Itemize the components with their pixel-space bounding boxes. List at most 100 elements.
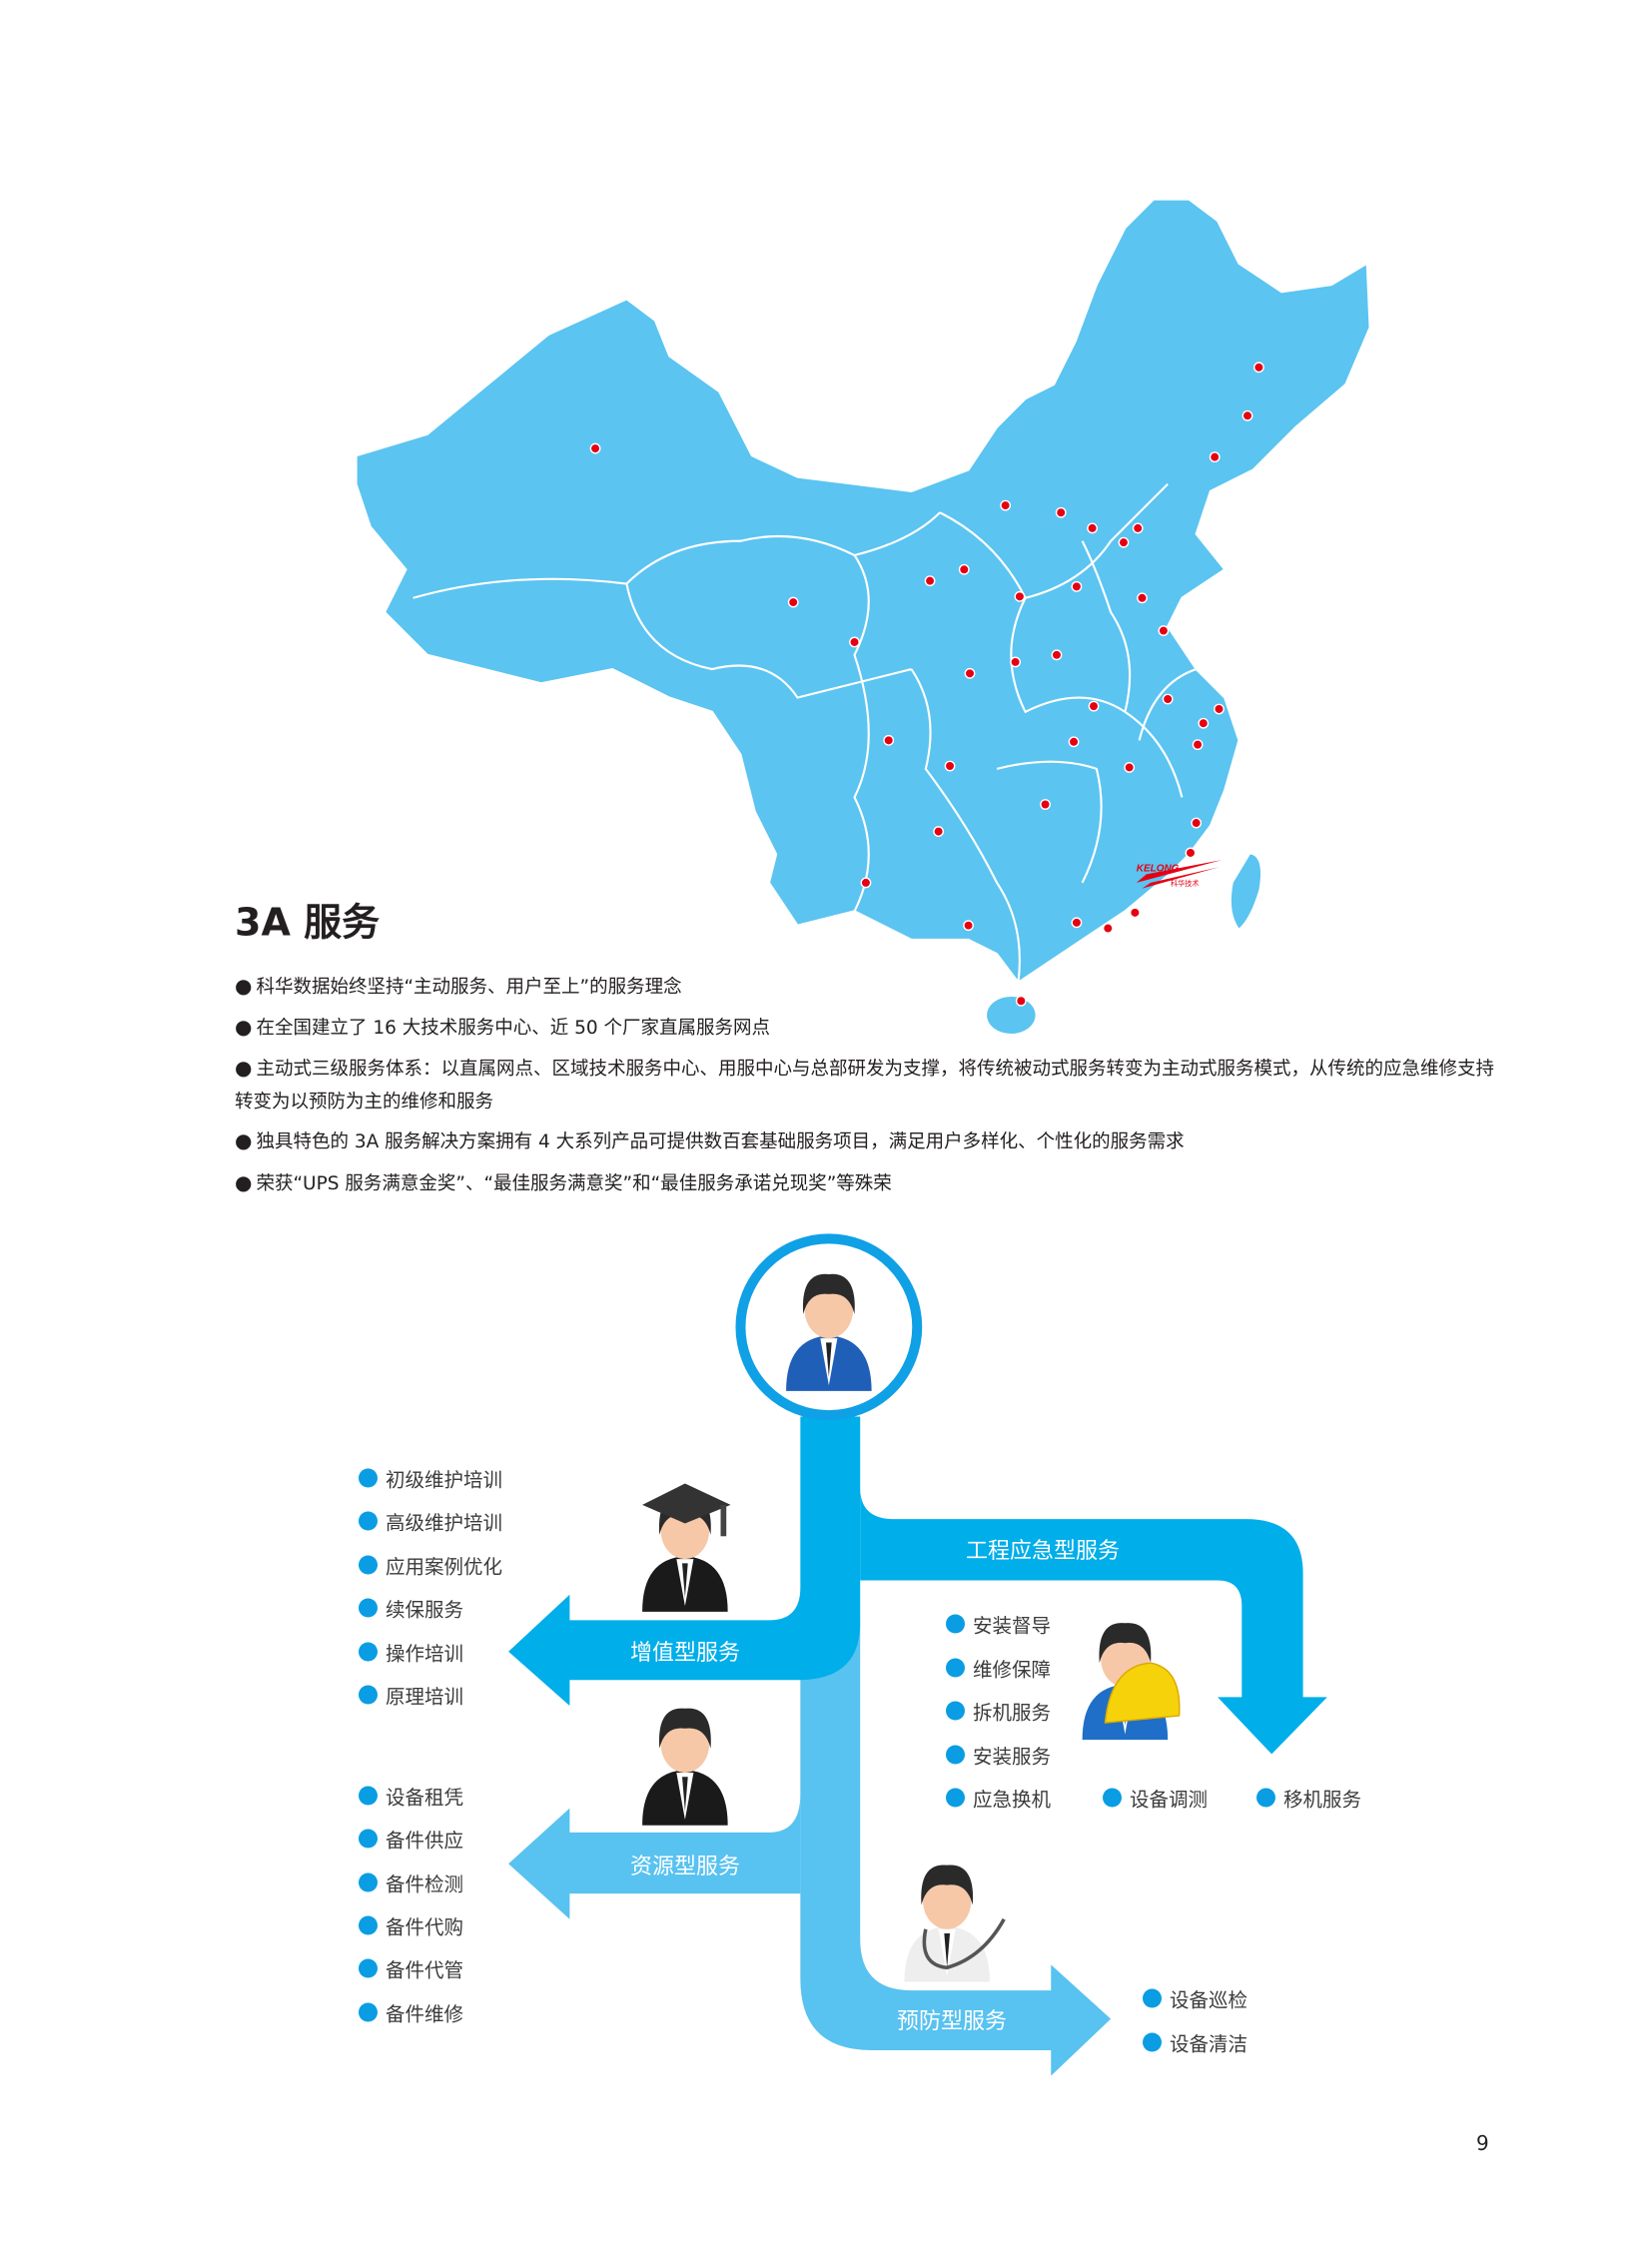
service-center-dot	[1014, 590, 1026, 602]
bullet-icon: ●	[235, 1128, 253, 1152]
service-center-dot	[849, 636, 860, 648]
service-center-dot	[1124, 762, 1136, 773]
bullet-icon: ●	[235, 974, 253, 998]
bullet-icon: ●	[235, 1170, 253, 1194]
bullet-text: 主动式三级服务体系：以直属网点、区域技术服务中心、用服中心与总部研发为支撑，将传…	[235, 1059, 1494, 1113]
bullet-dot-icon	[946, 1701, 965, 1721]
bullet-dot-icon	[359, 1685, 378, 1705]
service-center-dot	[1129, 907, 1141, 919]
service-center-dot	[964, 667, 976, 679]
flow-item-label: 操作培训	[386, 1642, 464, 1666]
bullet-dot-icon	[946, 1658, 965, 1678]
bullet-paragraph: ●科华数据始终坚持“主动服务、用户至上”的服务理念	[235, 970, 1498, 1004]
service-center-dot	[1055, 506, 1067, 518]
service-center-dot	[1068, 736, 1080, 748]
businessman-avatar-icon	[642, 1708, 728, 1826]
service-center-dot	[1071, 917, 1083, 929]
resource-label: 资源型服务	[629, 1855, 741, 1879]
hainan-shape	[987, 996, 1036, 1035]
bullet-dot-icon	[946, 1745, 965, 1765]
flow-item-label: 安装服务	[973, 1745, 1052, 1769]
flow-item-label: 设备清洁	[1170, 2032, 1248, 2056]
flow-item-label: 备件检测	[386, 1872, 464, 1896]
resource-arrow	[508, 1794, 801, 1919]
bullet-icon: ●	[235, 1015, 253, 1039]
flow-item-label: 应急换机	[973, 1788, 1052, 1812]
flow-item-label: 设备租凭	[386, 1786, 464, 1810]
service-center-dots	[589, 362, 1264, 1007]
service-center-dot	[1192, 739, 1204, 751]
flow-item-label: 备件代管	[386, 1958, 464, 1982]
service-center-dot	[1102, 923, 1114, 934]
bullet-dot-icon	[1143, 2032, 1162, 2052]
service-center-dot	[589, 442, 601, 454]
flow-item-label: 备件代购	[386, 1915, 464, 1939]
bullet-dot-icon	[359, 1872, 378, 1892]
flow-item-label: 初级维护培训	[386, 1468, 503, 1492]
flow-item-label: 设备巡检	[1170, 1988, 1248, 2012]
flow-item-label: 高级维护培训	[386, 1511, 503, 1535]
bullet-dot-icon	[359, 1598, 378, 1618]
service-center-dot	[1158, 625, 1170, 636]
service-center-dot	[787, 596, 799, 608]
customer-service-avatar-icon	[786, 1273, 872, 1391]
page-number: 9	[1476, 2131, 1489, 2155]
service-center-dot	[1137, 592, 1148, 604]
service-flow-diagram	[508, 1233, 1327, 2076]
service-center-dot	[1185, 847, 1197, 859]
service-center-dot	[1209, 451, 1221, 463]
flow-item-label: 续保服务	[386, 1598, 464, 1622]
service-center-dot	[1214, 703, 1225, 715]
svg-text:KELONG: KELONG	[1137, 864, 1180, 875]
service-center-dot	[958, 563, 970, 575]
china-map: KELONG 科华技术	[355, 198, 1371, 1035]
service-center-dot	[1088, 700, 1100, 712]
bullet-dot-icon	[359, 1958, 378, 1978]
service-center-dot	[1040, 799, 1051, 810]
bullet-dot-icon	[359, 1786, 378, 1806]
bullet-text: 在全国建立了 16 大技术服务中心、近 50 个厂家直属服务网点	[256, 1018, 771, 1039]
bullet-dot-icon	[359, 1642, 378, 1662]
service-center-dot	[1000, 499, 1012, 511]
service-center-dot	[1118, 536, 1130, 548]
bullet-paragraph: ●主动式三级服务体系：以直属网点、区域技术服务中心、用服中心与总部研发为支撑，将…	[235, 1052, 1498, 1119]
service-center-dot	[944, 760, 956, 772]
graduate-avatar-icon	[642, 1483, 731, 1612]
service-center-dot	[1162, 693, 1174, 705]
bullet-text: 荣获“UPS 服务满意金奖”、“最佳服务满意奖”和“最佳服务承诺兑现奖”等殊荣	[256, 1173, 892, 1194]
province-borders	[413, 482, 1198, 983]
service-center-dot	[933, 826, 945, 838]
svg-text:科华技术: 科华技术	[1171, 879, 1199, 888]
service-center-dot	[1198, 717, 1210, 729]
service-center-dot	[963, 920, 974, 932]
bullet-text: 独具特色的 3A 服务解决方案拥有 4 大系列产品可提供数百套基础服务项目，满足…	[256, 1131, 1185, 1152]
bullet-dot-icon	[359, 1829, 378, 1849]
service-center-dot	[1132, 522, 1144, 534]
flow-item-label: 备件维修	[386, 2002, 464, 2026]
service-center-dot	[924, 575, 936, 587]
bullet-paragraph: ●在全国建立了 16 大技术服务中心、近 50 个厂家直属服务网点	[235, 1011, 1498, 1045]
china-mainland-shape	[355, 198, 1371, 985]
flow-item-label: 原理培训	[386, 1685, 464, 1709]
flow-item-label: 安装督导	[973, 1614, 1052, 1638]
bullet-dot-icon	[359, 2002, 378, 2022]
flow-item-label: 移机服务	[1283, 1788, 1362, 1812]
preventive-label: 预防型服务	[896, 2009, 1008, 2034]
service-center-dot	[1087, 522, 1099, 534]
flow-item-label: 应用案例优化	[386, 1555, 503, 1579]
service-center-dot	[1241, 409, 1253, 421]
bullet-dot-icon	[1143, 1988, 1162, 2008]
bullet-icon: ●	[235, 1056, 253, 1080]
flow-item-label: 维修保障	[973, 1658, 1052, 1682]
flow-item-label: 设备调测	[1130, 1788, 1209, 1812]
bullet-dot-icon	[359, 1511, 378, 1531]
service-center-dot	[1071, 580, 1083, 592]
doctor-avatar-icon	[904, 1865, 1006, 1982]
engineering-label: 工程应急型服务	[965, 1539, 1121, 1564]
service-center-dot	[1051, 649, 1063, 661]
service-center-dot	[1010, 656, 1022, 668]
service-center-dot	[1252, 362, 1264, 374]
section-title: 3A 服务	[235, 900, 381, 945]
